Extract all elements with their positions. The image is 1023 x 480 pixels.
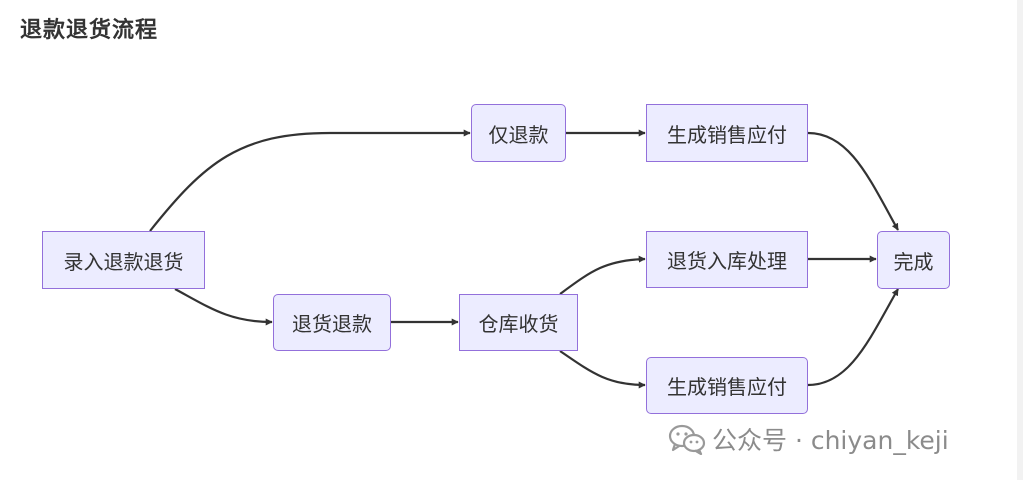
node-warehouse-receive: 仓库收货 [459,294,578,351]
edge-entry-to-refund-only [149,129,471,232]
watermark-text: 公众号 · chiyan_keji [712,426,949,455]
node-return-refund: 退货退款 [273,294,391,351]
node-complete: 完成 [877,231,950,289]
edge-warehouse-to-sales-payable-bottom [559,350,646,389]
node-sales-payable-top: 生成销售应付 [646,104,808,162]
node-return-inbound: 退货入库处理 [646,231,808,288]
node-sales-payable-bottom: 生成销售应付 [646,357,808,414]
wechat-icon [668,424,706,455]
edge-entry-to-return-refund [174,288,273,326]
right-scroll-edge [1017,0,1023,480]
node-entry: 录入退款退货 [42,231,205,289]
diagram-title: 退款退货流程 [20,18,159,43]
edge-warehouse-to-return-inbound [559,255,646,295]
edge-sales-payable-top-to-complete [807,131,899,231]
edge-sales-payable-bottom-to-complete [807,288,899,387]
node-refund-only: 仅退款 [471,104,566,162]
watermark: 公众号 · chiyan_keji [668,421,949,457]
